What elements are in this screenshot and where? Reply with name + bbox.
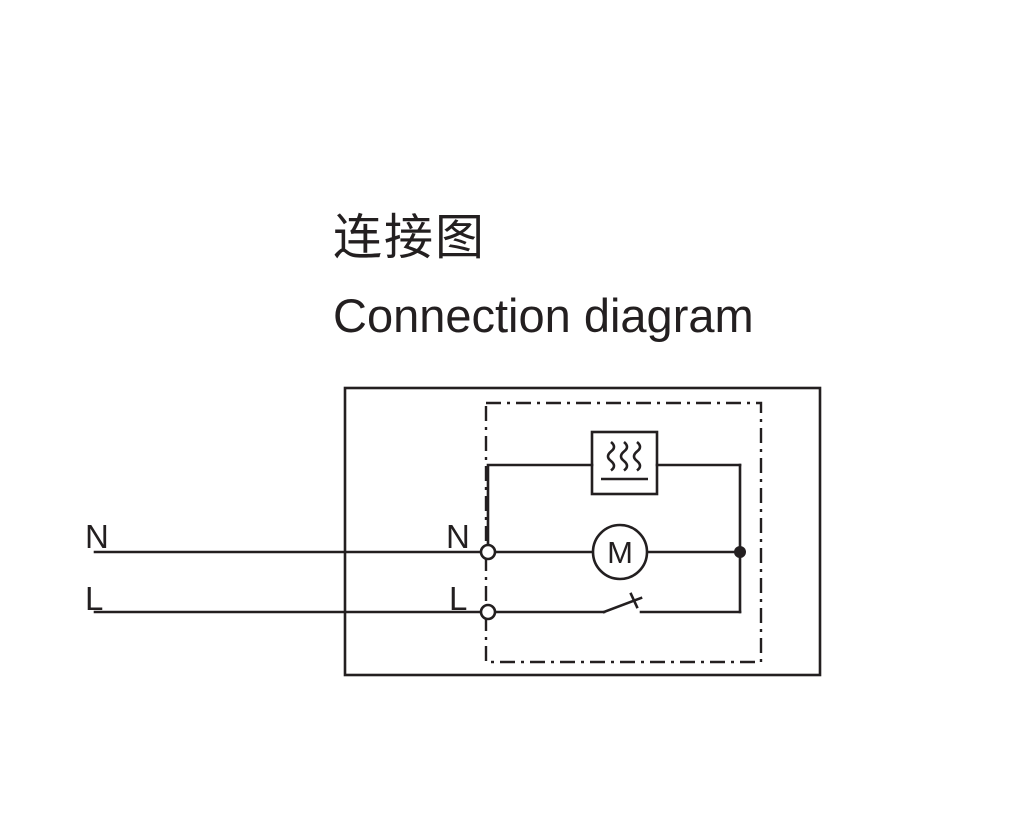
motor-symbol: M: [591, 523, 649, 581]
neutral-terminal: [479, 543, 497, 561]
terminal-live-label: L: [449, 580, 467, 617]
heater-symbol: [590, 430, 659, 496]
heater-wave-2: [619, 441, 629, 472]
heater-wave-3: [632, 441, 642, 472]
terminal-neutral-label: N: [446, 518, 470, 555]
motor-circle: [591, 523, 649, 581]
motor-letter: M: [607, 535, 633, 570]
title-chinese: 连接图: [333, 211, 487, 265]
junction-dot: [734, 546, 746, 558]
title-english: Connection diagram: [333, 289, 754, 342]
live-terminal: [479, 603, 497, 621]
switch-tick: [629, 592, 639, 609]
outer-neutral-label: N: [85, 518, 109, 555]
heater-branch-left-wire: [486, 463, 594, 547]
outer-live-label: L: [85, 580, 103, 617]
appliance-dashdot-boundary: [484, 401, 763, 664]
outer-enclosure-box: [343, 386, 822, 677]
heater-box: [590, 430, 659, 496]
heater-wave-1: [606, 441, 616, 472]
